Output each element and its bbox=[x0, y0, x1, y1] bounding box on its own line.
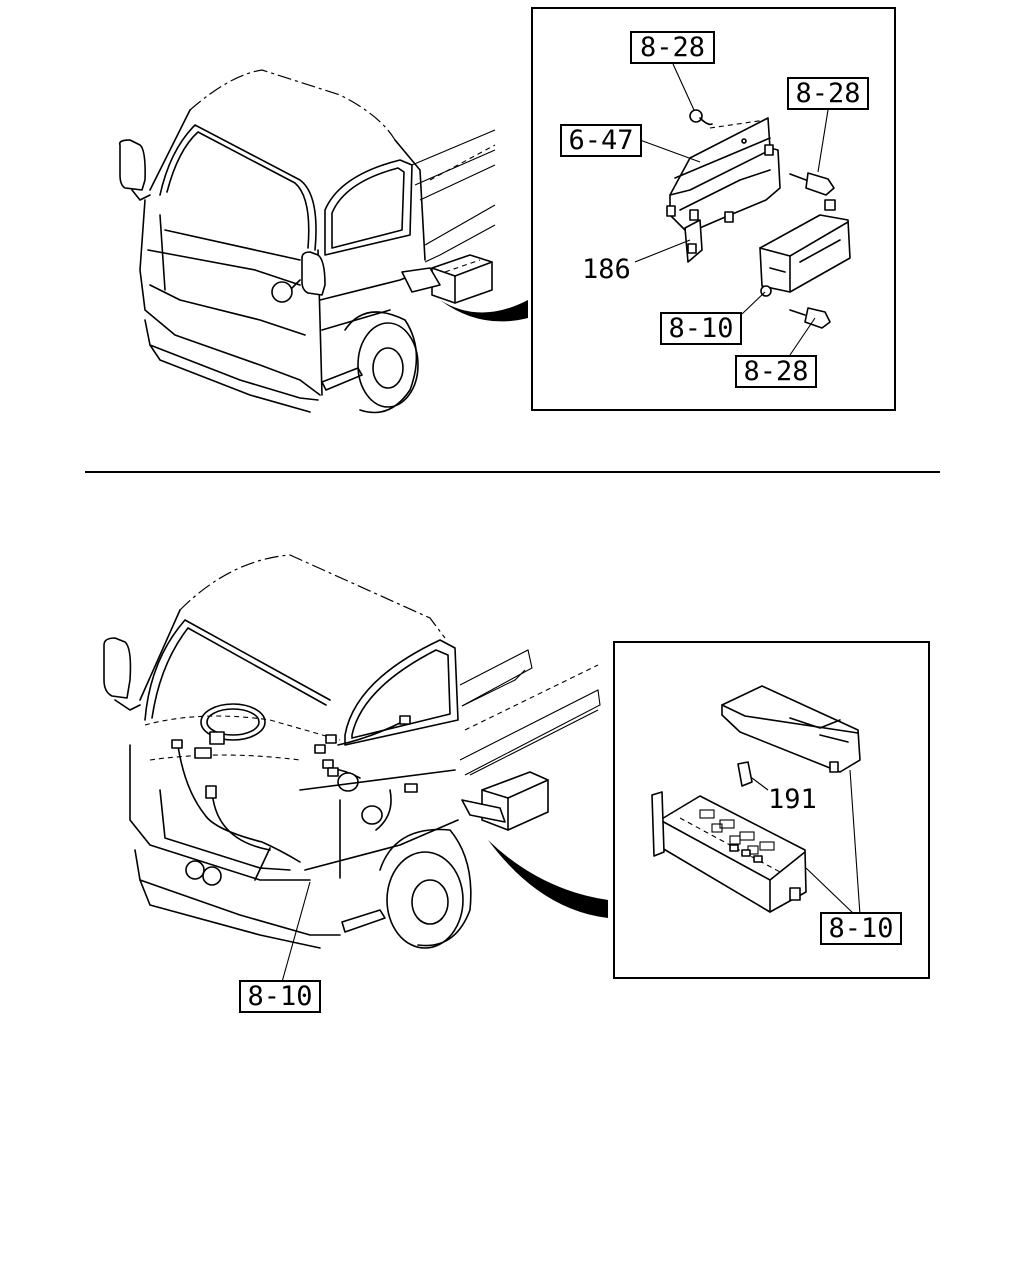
callout-label-8-10-fusebox: 8-10 bbox=[820, 912, 902, 945]
bottom-detail-inset bbox=[613, 641, 930, 979]
top-inset-bracket-drawing bbox=[634, 63, 851, 356]
callout-text-191: 191 bbox=[768, 784, 817, 815]
callout-label-8-28-nut: 8-28 bbox=[630, 31, 715, 64]
callout-label-8-28-bolt-upper: 8-28 bbox=[787, 77, 869, 110]
top-truck-illustration bbox=[118, 69, 528, 414]
callout-label-8-10-box-top: 8-10 bbox=[660, 312, 742, 345]
callout-label-8-10-harness: 8-10 bbox=[239, 980, 321, 1013]
callout-text-186: 186 bbox=[582, 254, 631, 285]
top-detail-inset bbox=[531, 7, 896, 411]
callout-label-8-28-bolt-lower: 8-28 bbox=[735, 355, 817, 388]
bottom-truck-illustration bbox=[103, 554, 608, 983]
bottom-inset-fusebox-drawing bbox=[651, 685, 861, 916]
callout-label-6-47-bracket: 6-47 bbox=[560, 124, 642, 157]
